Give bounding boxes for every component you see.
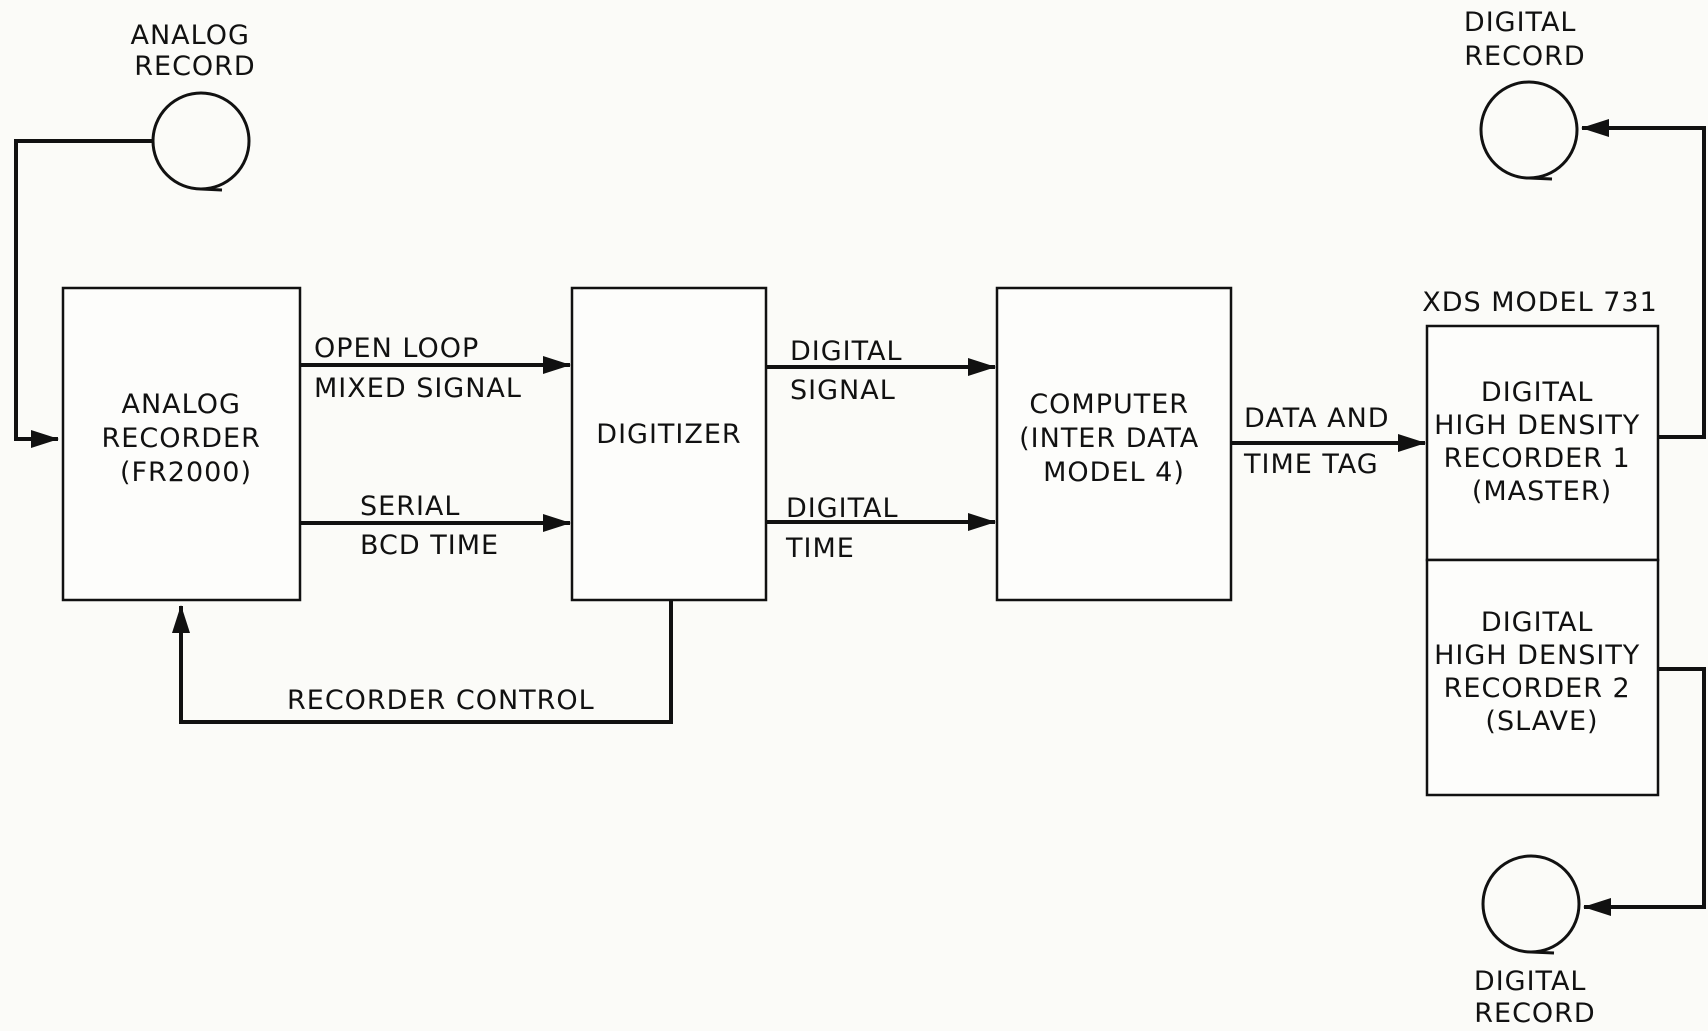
hdr2-to-digital-record-line: [1583, 667, 1706, 916]
computer-label: COMPUTER (INTER DATA MODEL 4): [1019, 389, 1209, 488]
hdr2-block: DIGITAL HIGH DENSITY RECORDER 2 (SLAVE): [1425, 558, 1660, 797]
analog-recorder-label: ANALOG RECORDER (FR2000): [102, 389, 271, 488]
serial-bcd-label: SERIAL BCD TIME: [360, 491, 499, 561]
digital-signal-label: DIGITAL SIGNAL: [790, 336, 912, 406]
digital-record-bottom-label: DIGITAL RECORD: [1474, 966, 1596, 1029]
digital-record-reel-bottom: [1481, 854, 1581, 955]
hdr1-to-digital-record-line: [1581, 119, 1706, 439]
hdr2-label: DIGITAL HIGH DENSITY RECORDER 2 (SLAVE): [1434, 607, 1650, 737]
computer-block: COMPUTER (INTER DATA MODEL 4): [995, 286, 1233, 602]
digitizer-label: DIGITIZER: [596, 419, 741, 450]
hdr1-block: DIGITAL HIGH DENSITY RECORDER 1 (MASTER): [1425, 324, 1660, 562]
analog-record-reel: [151, 91, 251, 192]
digital-time-label: DIGITAL TIME: [785, 493, 908, 564]
analog-record-label: ANALOG RECORD: [131, 20, 260, 82]
digital-record-reel-top: [1479, 80, 1579, 181]
digital-record-top-label: DIGITAL RECORD: [1464, 7, 1586, 72]
open-loop-label: OPEN LOOP MIXED SIGNAL: [314, 333, 522, 404]
data-time-tag-label: DATA AND TIME TAG: [1243, 403, 1399, 480]
digitizer-block: DIGITIZER: [570, 286, 768, 602]
analog-recorder-block: ANALOG RECORDER (FR2000): [61, 286, 302, 602]
recorder-control-label: RECORDER CONTROL: [287, 685, 595, 716]
recorder-control-line: [172, 600, 673, 724]
hdr1-label: DIGITAL HIGH DENSITY RECORDER 1 (MASTER): [1434, 377, 1650, 507]
analog-record-to-recorder-line: [14, 139, 153, 448]
xds-model-label: XDS MODEL 731: [1422, 287, 1658, 318]
